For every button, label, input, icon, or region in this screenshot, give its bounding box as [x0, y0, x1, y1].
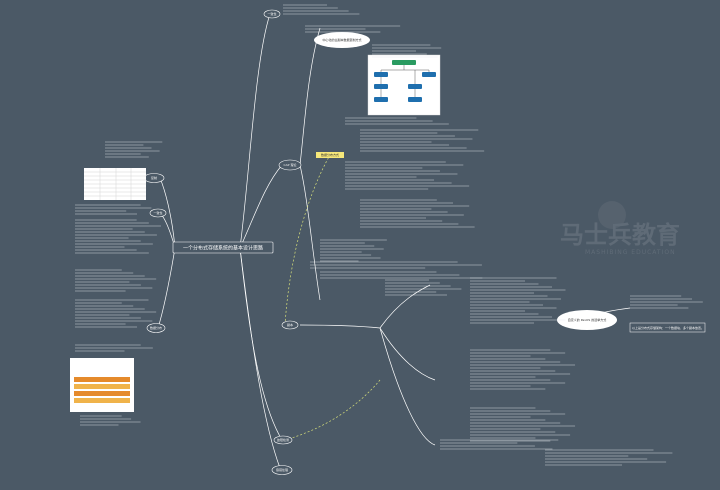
diagram-node-c — [374, 97, 388, 102]
right-highlight-text: 以上是分布式存储架构：一个数据块、多个副本放置。 — [632, 325, 704, 330]
image-box — [70, 358, 134, 412]
center-topic-label: 一个分布式存储系统的基本设计思路 — [183, 245, 263, 252]
node-left-lower-label: 数据分布 — [150, 325, 162, 330]
cloud-right-label: 自定义的 PaxOS 的选举方式 — [568, 317, 606, 322]
branch-center-bottom — [239, 247, 281, 469]
cloud-top-label: 中心化的主副本数据复制方式 — [322, 37, 361, 42]
watermark-subtitle: MASHIBING EDUCATION — [585, 249, 676, 256]
branch-center-lower-left — [157, 247, 176, 329]
branch-mid-right-2 — [299, 164, 321, 301]
section-label-text: 数据分布方式 — [321, 152, 339, 157]
node-right-sub-label: 副本 — [287, 322, 293, 327]
branch-right-6 — [379, 327, 436, 446]
node-top[interactable] — [263, 9, 281, 19]
branch-mid-right-3 — [299, 324, 381, 329]
center-topic-box[interactable] — [172, 241, 274, 254]
note-lines — [75, 4, 703, 466]
diagram-node-e — [408, 97, 422, 102]
right-highlight: 以上是分布式存储架构：一个数据块、多个副本放置。 — [629, 322, 706, 333]
watermark-title: 马士兵教育 — [560, 221, 680, 249]
node-bottom-small-label: 故障检测 — [277, 437, 289, 442]
section-label-box[interactable] — [316, 152, 344, 158]
image-box-band-3 — [74, 391, 130, 396]
diagram-node-d — [408, 84, 422, 89]
diagram-node-a — [374, 72, 388, 77]
branch-center-top — [239, 13, 271, 249]
table-box — [84, 168, 146, 200]
branch-mid-right — [299, 27, 321, 166]
diagram-header — [392, 60, 416, 65]
branch-center-mid — [239, 164, 283, 249]
dashed-link-1 — [284, 154, 331, 326]
table-lines — [84, 168, 146, 200]
image-box-band — [74, 377, 130, 382]
diagram-box — [367, 54, 441, 116]
right-highlight-box[interactable] — [629, 322, 706, 333]
center-topic: 一个分布式存储系统的基本设计思路 — [172, 241, 274, 254]
cloud-callouts: 中心化的主副本数据复制方式 自定义的 PaxOS 的选举方式 — [314, 32, 617, 330]
watermark: 马士兵教育 MASHIBING EDUCATION — [560, 201, 680, 256]
branch-center-bottom-small — [239, 247, 283, 441]
branches — [157, 13, 631, 469]
branch-center-upper-left — [159, 177, 176, 249]
diagram-node-f — [422, 72, 436, 77]
node-mid-right-label: CAP 理论 — [284, 162, 297, 167]
node-bottom-small[interactable] — [273, 435, 293, 445]
ellipse-nodes: 一致性 CAP 理论 复制 一致性 数据分布 容错处理 故障检测 副本 — [143, 9, 302, 475]
diagram-connectors — [380, 65, 430, 97]
node-mid-right[interactable] — [278, 159, 302, 171]
node-top-label: 一致性 — [267, 11, 276, 16]
node-bottom[interactable] — [271, 465, 293, 475]
node-left-mid[interactable] — [149, 208, 167, 218]
node-left-mid-label: 一致性 — [153, 210, 162, 215]
node-left-lower[interactable] — [146, 323, 166, 333]
branch-right-4 — [379, 284, 431, 329]
logo-mark-icon — [598, 201, 626, 229]
node-left-upper-label: 复制 — [151, 175, 157, 180]
image-box-band-4 — [74, 398, 130, 403]
section-label: 数据分布方式 — [316, 152, 344, 158]
dashed-link-2 — [284, 379, 381, 441]
branch-right-5 — [379, 327, 436, 381]
diagram-node-b — [374, 84, 388, 89]
image-box-band-2 — [74, 384, 130, 389]
cloud-right — [557, 310, 617, 330]
node-right-sub[interactable] — [281, 320, 299, 330]
cloud-top — [314, 32, 370, 48]
dashed-links — [284, 154, 381, 441]
node-bottom-label: 容错处理 — [276, 467, 288, 472]
